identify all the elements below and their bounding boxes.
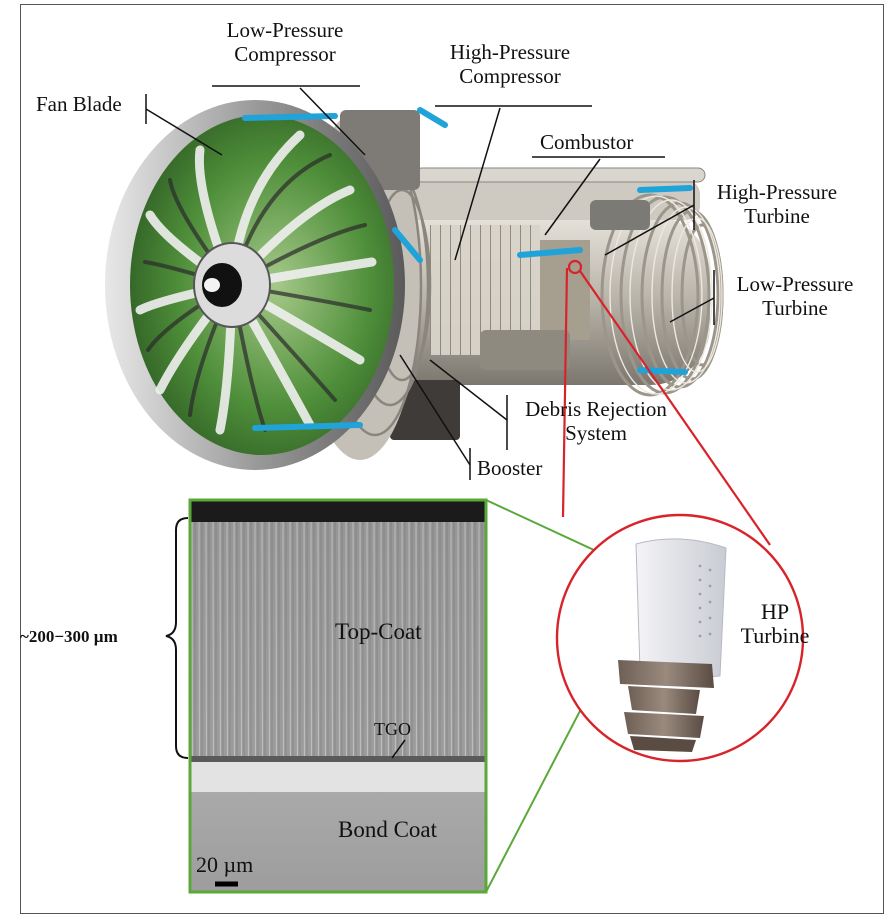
label-line: Compressor: [459, 64, 561, 88]
scale-bar-label: 20 µm: [196, 852, 254, 877]
label-tgo: TGO: [374, 719, 411, 739]
label-hp-turbine: HP Turbine: [730, 600, 820, 648]
label-low-pressure-turbine: Low-Pressure Turbine: [720, 272, 870, 320]
label-combustor: Combustor: [540, 130, 634, 154]
fan-assembly: [105, 100, 405, 470]
label-low-pressure-compressor: Low-Pressure Compressor: [205, 18, 365, 66]
leader-lines: [145, 85, 715, 480]
label-debris-rejection-system: Debris Rejection System: [510, 397, 682, 445]
label-top-coat: Top-Coat: [335, 619, 422, 644]
label-bond-coat: Bond Coat: [338, 817, 438, 842]
label-line: Low-Pressure: [226, 18, 344, 42]
label-line: High-Pressure: [716, 180, 838, 204]
engine-core: [380, 167, 724, 440]
thickness-brace: [165, 517, 189, 759]
label-high-pressure-turbine: High-Pressure Turbine: [702, 180, 852, 228]
label-line: Turbine: [744, 204, 810, 228]
figure-border: [20, 4, 884, 914]
label-line: Turbine: [740, 623, 810, 648]
label-line: Turbine: [762, 296, 828, 320]
label-fan-blade: Fan Blade: [36, 92, 122, 116]
turbine-blade-illustration: [618, 538, 727, 752]
sem-micrograph: [188, 498, 488, 894]
label-line: Debris Rejection: [525, 397, 667, 421]
label-booster: Booster: [477, 456, 543, 480]
label-line: Compressor: [234, 42, 336, 66]
label-line: HP: [760, 599, 790, 624]
thickness-label: ~200−300 µm: [20, 627, 118, 646]
label-high-pressure-compressor: High-Pressure Compressor: [430, 40, 590, 88]
label-line: Low-Pressure: [736, 272, 854, 296]
tgo-pointer: [391, 739, 406, 759]
label-line: High-Pressure: [449, 40, 571, 64]
engine-accents: [242, 107, 693, 431]
label-line: System: [565, 421, 627, 445]
